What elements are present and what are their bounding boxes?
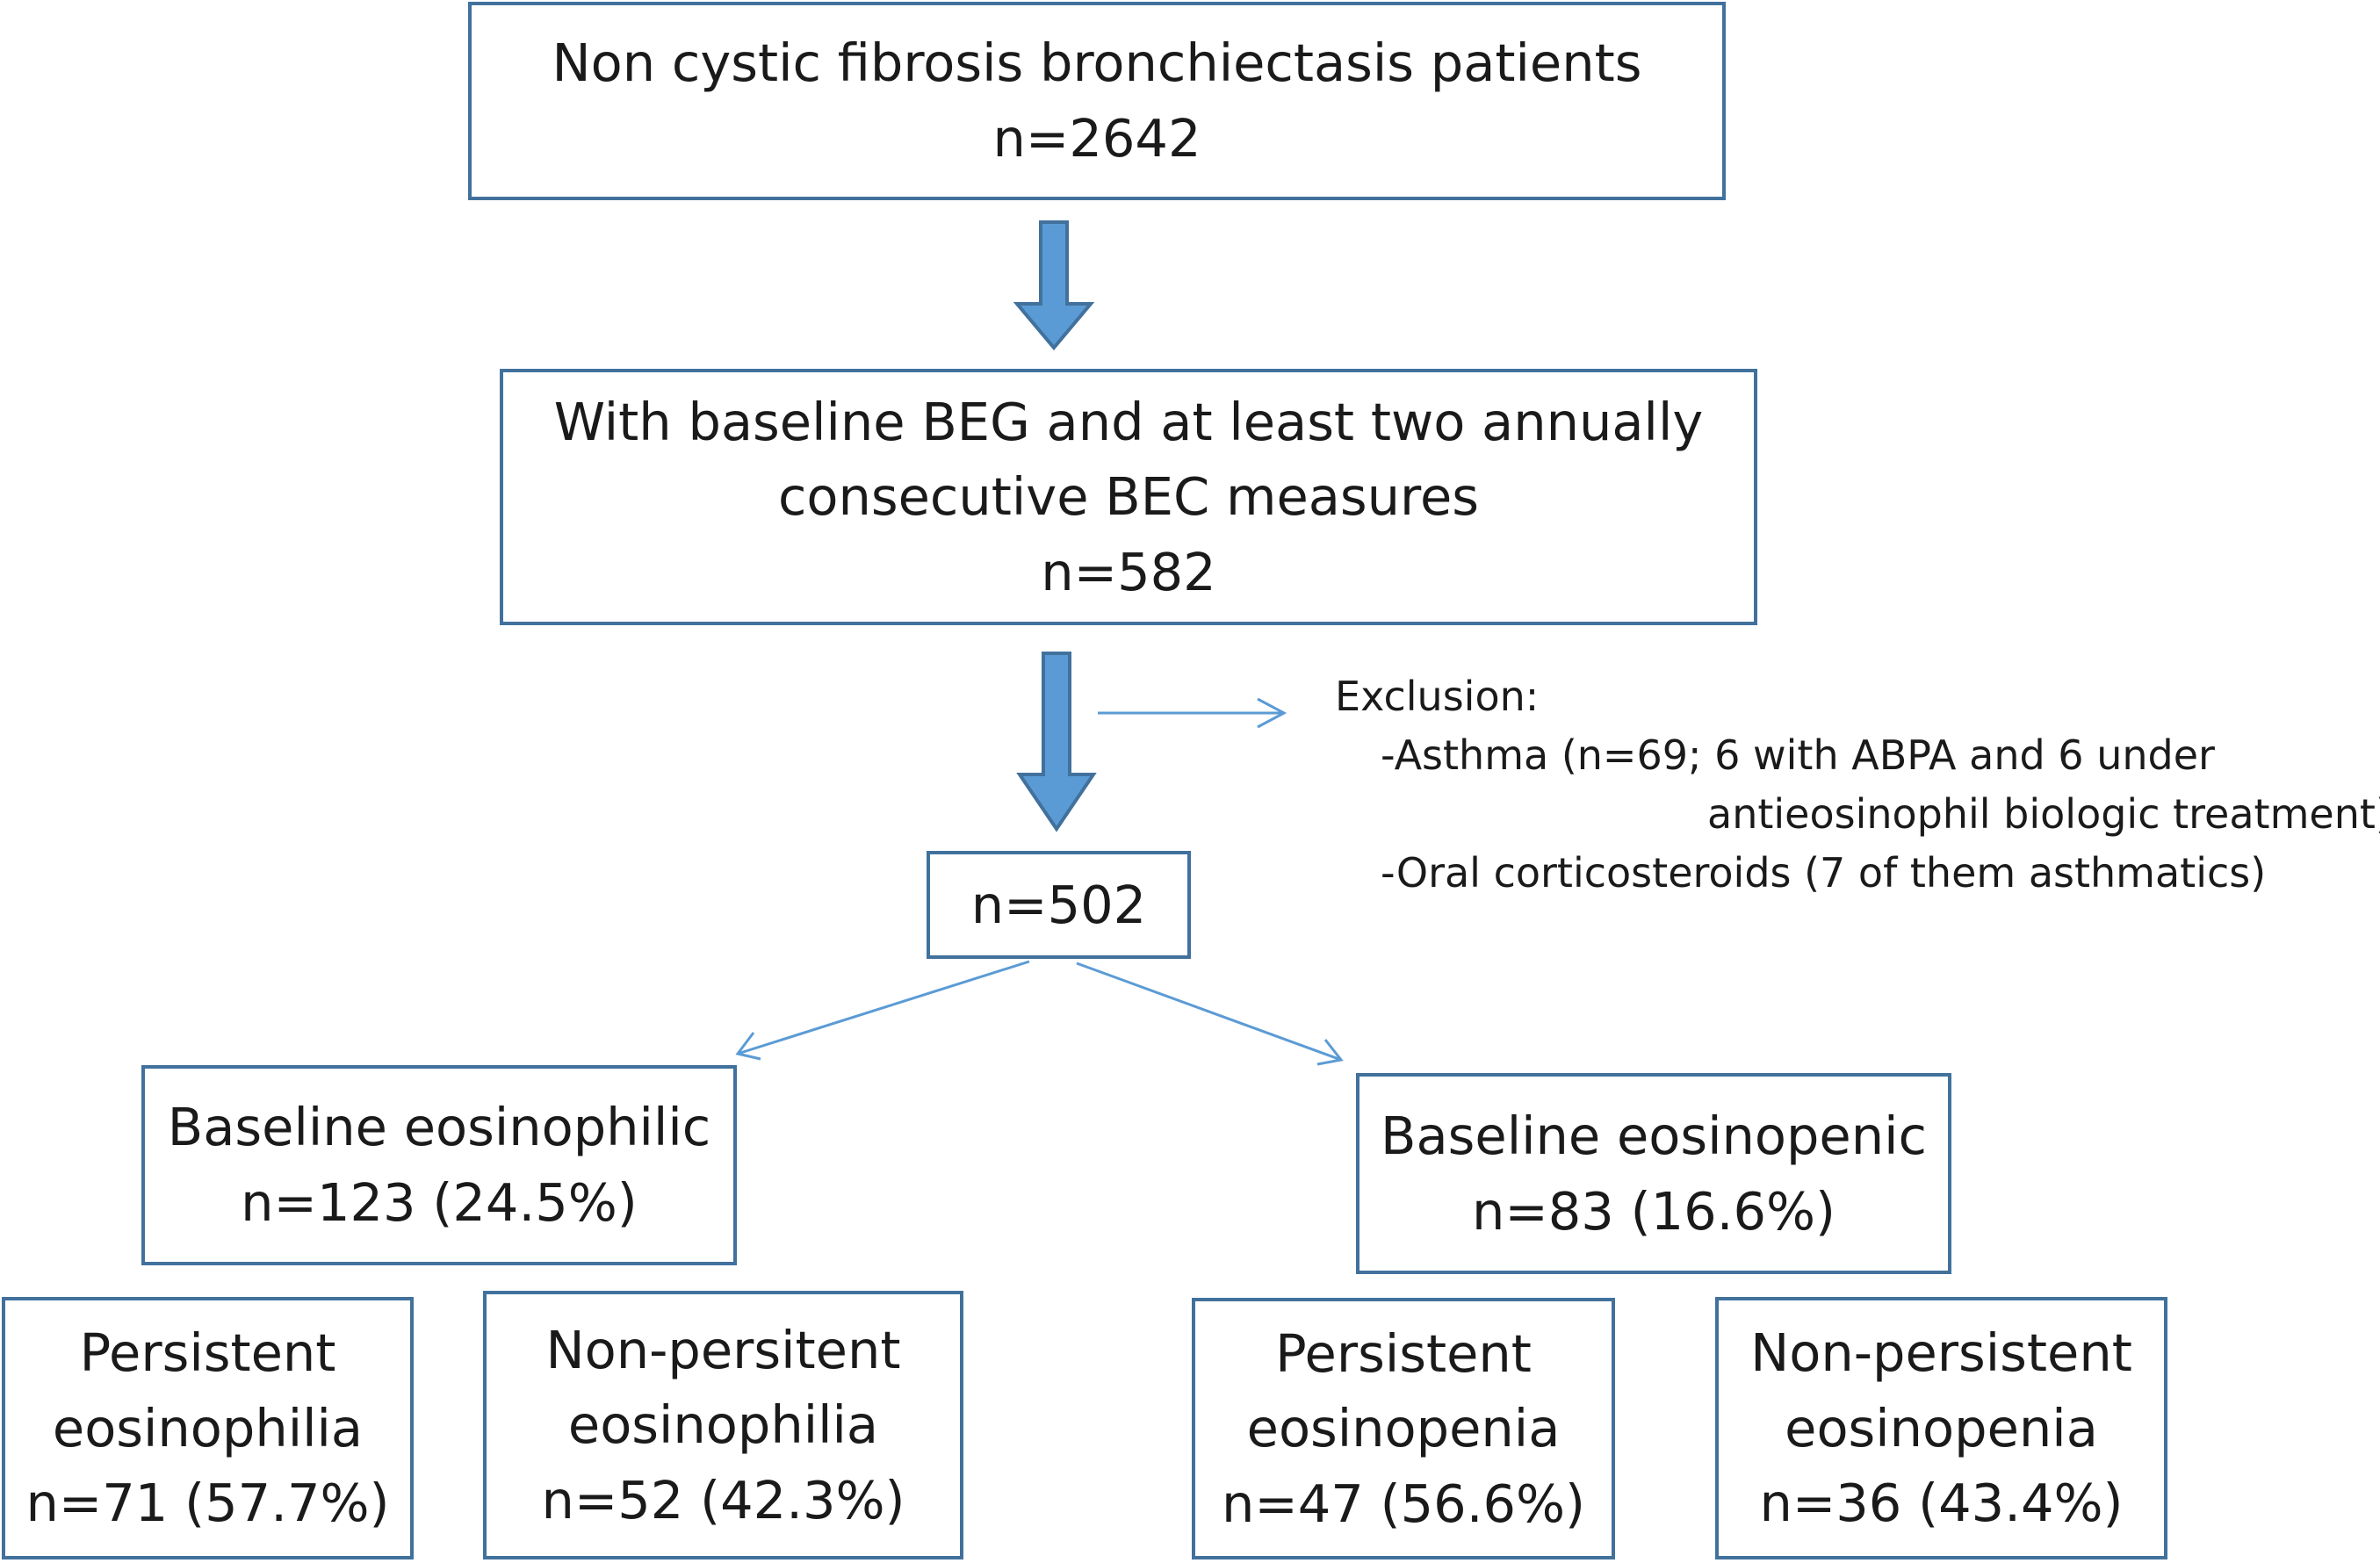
persistent-eosinophilia-line2: eosinophilia: [52, 1397, 364, 1459]
exclusion-title: Exclusion:: [1335, 673, 1540, 720]
baseline-eosinopenic-box: Baseline eosinopenic n=83 (16.6%): [1356, 1073, 1951, 1274]
block-arrow-total-to-baseline: [1013, 220, 1095, 351]
total-patients-label: Non cystic fibrosis bronchiectasis patie…: [552, 32, 1642, 94]
included-patients-count: n=502: [970, 874, 1147, 935]
nonpersistent-eosinopenia-line1: Non-persistent: [1750, 1322, 2132, 1384]
baseline-measures-line2: consecutive BEC measures: [777, 466, 1480, 528]
exclusion-arrow: [1098, 697, 1287, 729]
baseline-eosinophilic-label: Baseline eosinophilic: [167, 1097, 711, 1158]
baseline-measures-box: With baseline BEG and at least two annua…: [500, 369, 1757, 625]
persistent-eosinopenia-line1: Persistent: [1275, 1322, 1532, 1384]
baseline-eosinophilic-count: n=123 (24.5%): [241, 1172, 638, 1233]
nonpersistent-eosinophilia-count: n=52 (42.3%): [541, 1469, 905, 1531]
total-patients-box: Non cystic fibrosis bronchiectasis patie…: [468, 2, 1726, 200]
baseline-eosinopenic-label: Baseline eosinopenic: [1381, 1105, 1927, 1166]
exclusion-criteria: Exclusion: -Asthma (n=69; 6 with ABPA an…: [1335, 667, 2380, 903]
baseline-measures-count: n=582: [1041, 541, 1216, 602]
baseline-measures-line1: With baseline BEG and at least two annua…: [553, 391, 1704, 452]
exclusion-asthma-continued: antieosinophil biologic treatment): [1707, 790, 2380, 838]
baseline-eosinophilic-box: Baseline eosinophilic n=123 (24.5%): [141, 1065, 737, 1265]
total-patients-count: n=2642: [992, 108, 1201, 169]
nonpersistent-eosinophilia-line2: eosinophilia: [567, 1394, 879, 1456]
exclusion-oral-corticosteroids: -Oral corticosteroids (7 of them asthmat…: [1381, 849, 2267, 897]
block-arrow-baseline-to-included: [1016, 652, 1097, 832]
persistent-eosinopenia-box: Persistent eosinopenia n=47 (56.6%): [1192, 1298, 1615, 1559]
nonpersistent-eosinopenia-box: Non-persistent eosinopenia n=36 (43.4%): [1715, 1297, 2167, 1559]
persistent-eosinopenia-count: n=47 (56.6%): [1221, 1473, 1586, 1534]
nonpersistent-eosinophilia-line1: Non-persitent: [545, 1319, 901, 1380]
persistent-eosinopenia-line2: eosinopenia: [1246, 1398, 1561, 1459]
persistent-eosinophilia-line1: Persistent: [79, 1322, 336, 1384]
persistent-eosinophilia-box: Persistent eosinophilia n=71 (57.7%): [2, 1297, 414, 1559]
baseline-eosinopenic-count: n=83 (16.6%): [1471, 1180, 1836, 1242]
split-arrow-right: [1076, 962, 1344, 1066]
nonpersistent-eosinopenia-count: n=36 (43.4%): [1759, 1473, 2124, 1534]
nonpersistent-eosinopenia-line2: eosinopenia: [1785, 1397, 2098, 1459]
split-arrow-left: [735, 960, 1030, 1061]
exclusion-asthma: -Asthma (n=69; 6 with ABPA and 6 under: [1381, 731, 2215, 779]
nonpersistent-eosinophilia-box: Non-persitent eosinophilia n=52 (42.3%): [483, 1291, 963, 1559]
included-patients-box: n=502: [927, 851, 1191, 959]
persistent-eosinophilia-count: n=71 (57.7%): [25, 1473, 390, 1534]
